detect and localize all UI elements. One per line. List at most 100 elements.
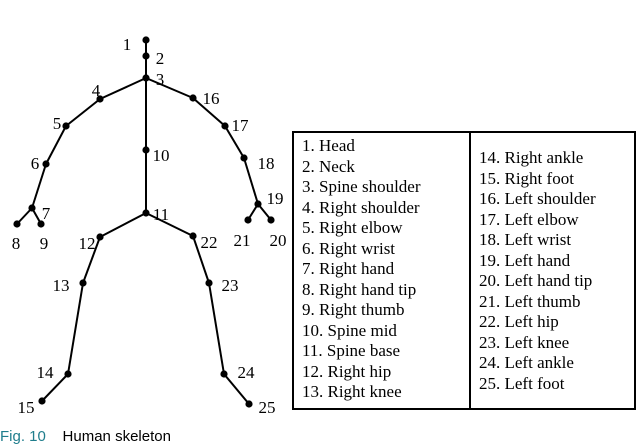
joint-5 — [62, 122, 70, 130]
joint-25 — [245, 400, 253, 408]
joint-label-3: 3 — [156, 70, 165, 89]
joint-label-17: 17 — [232, 116, 250, 135]
legend-item: 15. Right foot — [479, 168, 574, 188]
joint-label-5: 5 — [53, 114, 62, 133]
caption-text: Human skeleton — [62, 428, 171, 445]
joint-label-16: 16 — [203, 89, 220, 108]
joint-20 — [267, 216, 275, 224]
legend-item: 5. Right elbow — [302, 218, 403, 237]
bone-18-19 — [243, 157, 259, 205]
legend-item: 21. Left thumb — [479, 291, 581, 311]
joint-label-25: 25 — [259, 398, 276, 417]
bone-11-22 — [145, 212, 194, 237]
joint-label-23: 23 — [222, 276, 239, 295]
legend-item: 14. Right ankle — [479, 148, 584, 167]
bone-6-7 — [31, 163, 47, 209]
legend-item: 24. Left ankle — [479, 353, 574, 372]
joint-label-9: 9 — [40, 234, 49, 253]
joint-12 — [96, 233, 104, 241]
legend-item: 8. Right hand tip — [302, 279, 417, 299]
joint-7 — [28, 204, 36, 212]
joint-9 — [37, 220, 45, 228]
legend-item: 2. Neck — [302, 156, 355, 176]
joint-label-18: 18 — [258, 154, 275, 173]
legend-item: 6. Right wrist — [302, 238, 396, 258]
joint-17 — [221, 122, 229, 130]
legend-item: 13. Right knee — [302, 382, 402, 401]
caption-separator — [50, 428, 58, 445]
joint-label-15: 15 — [18, 398, 35, 417]
joint-16 — [189, 94, 197, 102]
bone-7-8 — [16, 207, 33, 225]
joint-label-14: 14 — [37, 363, 55, 382]
bone-13-14 — [67, 282, 84, 375]
joint-label-6: 6 — [31, 154, 40, 173]
skeleton-joints — [13, 36, 275, 408]
joint-label-2: 2 — [156, 49, 165, 68]
legend-item: 12. Right hip — [302, 361, 392, 381]
legend-item: 3. Spine shoulder — [302, 177, 421, 196]
bone-5-6 — [45, 125, 67, 165]
figure-caption: Fig. 10 Human skeleton — [0, 428, 171, 445]
joint-label-21: 21 — [234, 231, 251, 250]
joint-19 — [254, 200, 262, 208]
legend-item: 7. Right hand — [302, 259, 395, 278]
joint-label-20: 20 — [270, 231, 287, 250]
legend-item: 9. Right thumb — [302, 300, 405, 319]
bone-3-16 — [145, 77, 194, 99]
bone-14-15 — [41, 373, 69, 402]
joint-6 — [42, 160, 50, 168]
joint-label-19: 19 — [267, 189, 284, 208]
legend-item: 18. Left wrist — [479, 230, 572, 249]
skeleton-bones — [16, 40, 272, 405]
joint-label-11: 11 — [153, 205, 169, 224]
joint-10 — [142, 146, 150, 154]
legend-item: 17. Left elbow — [479, 209, 579, 229]
joint-label-12: 12 — [79, 234, 96, 253]
bone-11-12 — [99, 212, 147, 238]
legend-item: 10. Spine mid — [302, 320, 397, 340]
joint-label-22: 22 — [201, 233, 218, 252]
joint-24 — [220, 370, 228, 378]
legend-item: 1. Head — [302, 136, 355, 155]
legend-item: 11. Spine base — [302, 341, 401, 360]
bone-16-17 — [192, 97, 226, 127]
joint-3 — [142, 74, 150, 82]
bone-24-25 — [223, 373, 250, 405]
bone-12-13 — [82, 236, 101, 284]
joint-21 — [244, 216, 252, 224]
legend-item: 4. Right shoulder — [302, 197, 420, 217]
joint-label-1: 1 — [123, 35, 132, 54]
joint-8 — [13, 220, 21, 228]
bone-3-4 — [99, 77, 147, 100]
joint-2 — [142, 52, 150, 60]
joint-label-7: 7 — [42, 204, 51, 223]
bone-23-24 — [208, 282, 225, 375]
figure-number: Fig. 10 — [0, 428, 46, 445]
legend-item: 25. Left foot — [479, 373, 565, 393]
joint-label-24: 24 — [238, 363, 256, 382]
legend-item: 22. Left hip — [479, 312, 559, 331]
joint-1 — [142, 36, 150, 44]
joint-13 — [79, 279, 87, 287]
joint-18 — [240, 154, 248, 162]
joint-15 — [38, 397, 46, 405]
legend-item: 16. Left shoulder — [479, 189, 596, 208]
legend-item: 19. Left hand — [479, 250, 571, 270]
joint-14 — [64, 370, 72, 378]
joint-22 — [189, 232, 197, 240]
bone-4-5 — [65, 98, 101, 127]
joint-label-13: 13 — [53, 276, 70, 295]
legend-item: 23. Left knee — [479, 332, 570, 352]
legend-item: 20. Left hand tip — [479, 271, 593, 290]
joint-4 — [96, 95, 104, 103]
joint-11 — [142, 209, 150, 217]
joint-23 — [205, 279, 213, 287]
joint-label-4: 4 — [92, 81, 101, 100]
